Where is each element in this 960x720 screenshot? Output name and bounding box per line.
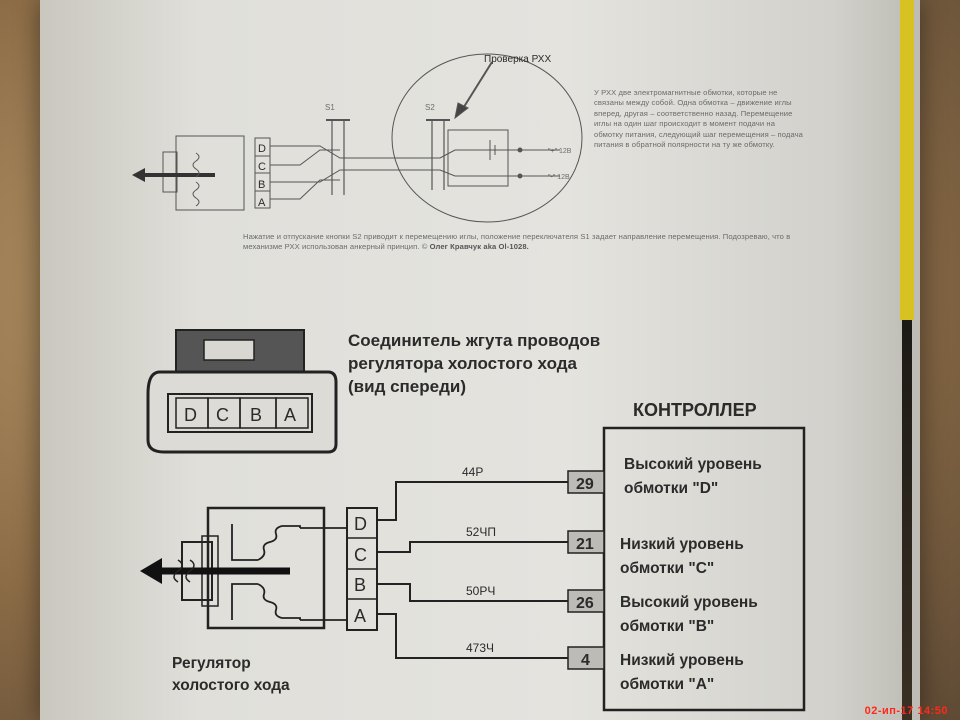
row26-line2: обмотки "B" [620, 618, 714, 635]
bottom-description: Нажатие и отпускание кнопки S2 приводит … [243, 232, 813, 253]
wire-4 [377, 613, 568, 659]
callout-label: Проверка РХХ [484, 54, 551, 65]
top-pin-b: B [258, 179, 265, 191]
connector-caption-line1: Соединитель жгута проводов [348, 331, 600, 350]
s2-label: S2 [425, 103, 435, 112]
controller-pin-4: 4 [581, 652, 590, 669]
connector-caption-line3: (вид спереди) [348, 377, 466, 396]
plunger-arrow-icon [140, 558, 162, 584]
wire-labels: 44Р 52ЧП 50РЧ 473Ч [462, 465, 496, 655]
wire-21 [377, 541, 568, 553]
wiring [377, 481, 568, 659]
minus-12v-label: "-" 12В [548, 174, 570, 181]
wire-26 [377, 583, 568, 602]
regulator-pin-d: D [354, 514, 367, 534]
idle-regulator: D C B A [140, 506, 378, 631]
controller-block: КОНТРОЛЛЕР [602, 400, 806, 712]
top-schematic-labels: Проверка РХХ S1 S2 D C B A "+" 12В "-" 1… [258, 54, 572, 209]
regulator-pin-c: C [354, 545, 367, 565]
regulator-caption: Регулятор холостого хода [172, 655, 290, 694]
row4-line2: обмотки "A" [620, 676, 714, 693]
row21-line1: Низкий уровень [620, 536, 744, 553]
yellow-folder-edge [900, 0, 914, 320]
connector-pin-d: D [184, 405, 197, 425]
connector-pin-b: B [250, 405, 262, 425]
top-pin-d: D [258, 143, 266, 155]
controller-pin-26: 26 [576, 595, 594, 612]
harness-connector: D C B A [146, 329, 338, 454]
regulator-pin-b: B [354, 575, 366, 595]
row26-line1: Высокий уровень [620, 594, 758, 611]
row4-line1: Низкий уровень [620, 652, 744, 669]
regulator-caption-line2: холостого хода [172, 677, 290, 694]
author-credit: Олег Кравчук aka Ol-1028. [429, 242, 529, 252]
wire-label-44r: 44Р [462, 465, 483, 479]
connector-caption-line2: регулятора холостого хода [348, 354, 578, 373]
plus-12v-label: "+" 12В [548, 148, 572, 155]
controller-pins: 29 21 26 4 [567, 470, 605, 670]
controller-title: КОНТРОЛЛЕР [633, 400, 757, 420]
controller-pin-21: 21 [576, 536, 594, 553]
wire-label-52chp: 52ЧП [466, 525, 496, 539]
side-description: У РХХ две электромагнитные обмотки, кото… [594, 88, 803, 150]
regulator-pin-a: A [354, 606, 366, 626]
row29-line1: Высокий уровень [624, 456, 762, 473]
test-circle [391, 53, 583, 223]
wire-label-473ch: 473Ч [466, 641, 494, 655]
controller-pin-29: 29 [576, 476, 594, 493]
row29-line2: обмотки "D" [624, 480, 718, 497]
s1-label: S1 [325, 103, 335, 112]
connector-pin-c: C [216, 405, 229, 425]
top-pin-c: C [258, 161, 266, 173]
dark-edge [902, 320, 912, 720]
connector-caption: Соединитель жгута проводов регулятора хо… [348, 331, 600, 396]
connector-pin-a: A [284, 405, 296, 425]
controller-descriptions: Высокий уровень обмотки "D" Низкий урове… [620, 456, 762, 693]
regulator-caption-line1: Регулятор [172, 655, 251, 672]
row21-line2: обмотки "C" [620, 560, 714, 577]
top-pin-a: A [258, 197, 266, 209]
wire-29 [377, 481, 568, 521]
bottom-description-text: Нажатие и отпускание кнопки S2 приводит … [243, 232, 791, 252]
camera-timestamp: 02-ип-17 14:50 [864, 705, 948, 717]
wire-label-50rch: 50РЧ [466, 584, 495, 598]
top-schematic [132, 53, 583, 223]
